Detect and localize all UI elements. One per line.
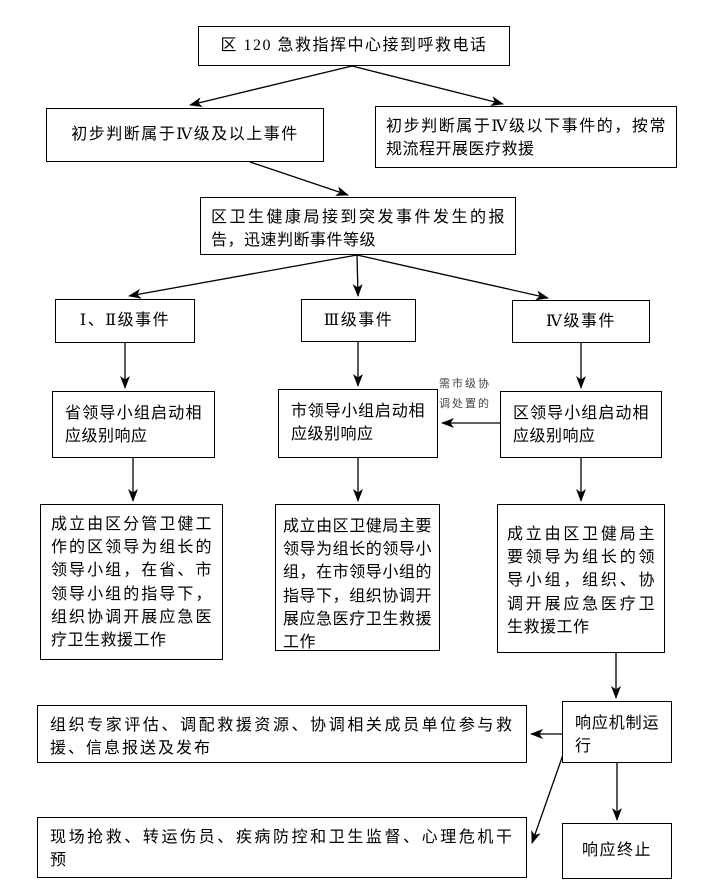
node-municipal-detail: 成立由区卫健局主要领导为组长的领导小组，在市领导小组的指导下，组织协调开展应急医…: [275, 504, 440, 651]
node-provincial-detail: 成立由区分管卫健工作的区领导为组长的领导小组，在省、市领导小组的指导下，组织协调…: [40, 504, 223, 660]
arrow-bureau-to-event12: [128, 254, 358, 299]
node-expert-assessment: 组织专家评估、调配救援资源、协调相关成员单位参与救援、信息报送及发布: [37, 705, 527, 763]
node-event-level-4: Ⅳ级事件: [512, 300, 650, 343]
node-onsite-rescue: 现场抢救、转运伤员、疾病防控和卫生监督、心理危机干预: [37, 817, 527, 878]
arrow-level4above-to-bureau: [249, 161, 349, 196]
node-event-level-3: Ⅲ级事件: [301, 299, 416, 342]
node-response-end: 响应终止: [562, 823, 672, 879]
node-district-detail: 成立由区卫健局主要领导为组长的领导小组，组织、协调开展应急医疗卫生救援工作: [497, 504, 665, 653]
node-health-bureau-report: 区卫生健康局接到突发事件发生的报告，迅速判断事件等级: [200, 197, 516, 255]
node-level4-or-above: 初步判断属于Ⅳ级及以上事件: [46, 108, 324, 162]
arrow-call-to-level4above: [189, 65, 353, 108]
arrow-bureau-to-event4: [356, 254, 549, 301]
node-municipal-group: 市领导小组启动相应级别响应: [278, 389, 438, 458]
node-district-group: 区领导小组启动相应级别响应: [500, 391, 662, 458]
arrow-call-to-below4: [351, 65, 504, 106]
node-call-received: 区 120 急救指挥中心接到呼救电话: [198, 26, 510, 66]
arrow-bureau-to-event3: [352, 254, 363, 297]
arrow-running-to-rescue: [531, 748, 566, 844]
node-below-level4: 初步判断属于Ⅳ级以下事件的，按常规流程开展医疗救援: [375, 106, 677, 168]
node-provincial-group: 省领导小组启动相应级别响应: [52, 391, 215, 458]
node-event-level-1-2: Ⅰ、Ⅱ级事件: [55, 299, 195, 343]
node-response-running: 响应机制运行: [562, 701, 672, 763]
edge-label-municipal-coordination: 需市级协调处置的: [439, 378, 491, 411]
